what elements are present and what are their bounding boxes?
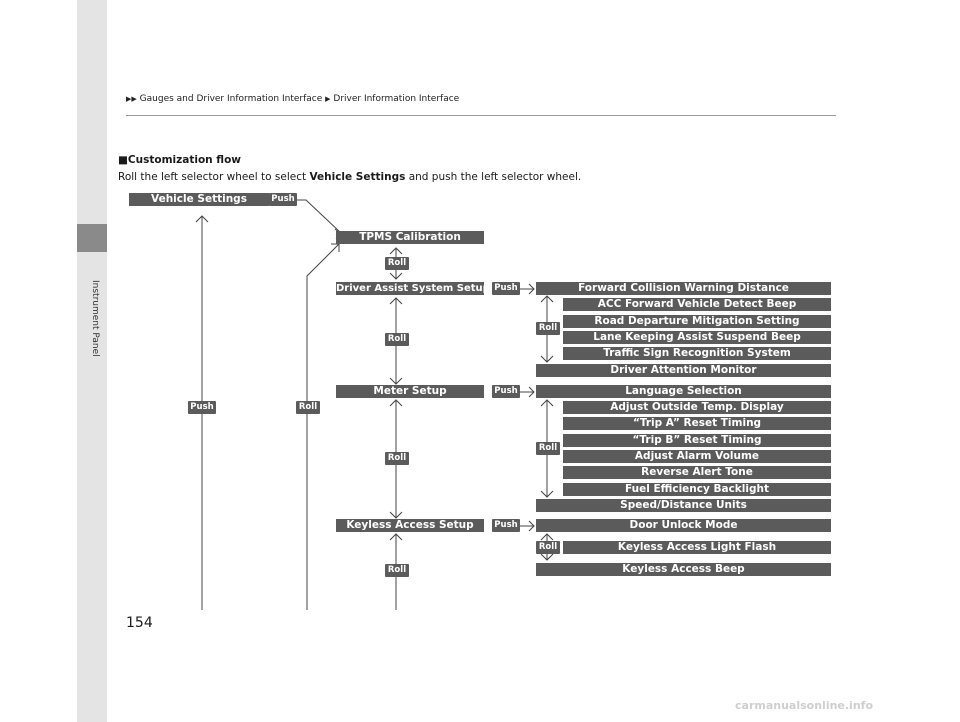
roll-tag: Roll bbox=[385, 333, 409, 346]
keyless-item[interactable]: Door Unlock Mode bbox=[536, 519, 831, 532]
driver-assist-item[interactable]: ACC Forward Vehicle Detect Beep bbox=[563, 298, 831, 311]
roll-tag: Roll bbox=[536, 442, 560, 455]
sidebar-strip bbox=[77, 0, 107, 722]
meter-item[interactable]: Speed/Distance Units bbox=[536, 499, 831, 512]
roll-tag: Roll bbox=[385, 564, 409, 577]
driver-assist-item[interactable]: Forward Collision Warning Distance bbox=[536, 282, 831, 295]
breadcrumb-item-gauges[interactable]: Gauges and Driver Information Interface bbox=[139, 94, 323, 104]
square-bullet-icon: ■ bbox=[118, 154, 128, 166]
meter-item[interactable]: Language Selection bbox=[536, 385, 831, 398]
breadcrumb-sep-icon: ▶ bbox=[325, 95, 331, 103]
header-divider bbox=[126, 115, 836, 116]
roll-tag: Roll bbox=[536, 541, 560, 554]
breadcrumb-arrow-icon: ▶▶ bbox=[126, 95, 137, 103]
push-tag: Push bbox=[188, 401, 216, 414]
meter-item[interactable]: Adjust Outside Temp. Display bbox=[563, 401, 831, 414]
meter-item[interactable]: Fuel Efficiency Backlight bbox=[563, 483, 831, 496]
sidebar-tab-marker bbox=[77, 224, 107, 252]
meter-item[interactable]: “Trip A” Reset Timing bbox=[563, 417, 831, 430]
driver-assist-item[interactable]: Lane Keeping Assist Suspend Beep bbox=[563, 331, 831, 344]
push-tag: Push bbox=[492, 519, 520, 532]
roll-tag: Roll bbox=[536, 322, 560, 335]
vehicle-settings-bar[interactable]: Vehicle Settings bbox=[129, 193, 269, 206]
push-tag: Push bbox=[492, 282, 520, 295]
meter-item[interactable]: “Trip B” Reset Timing bbox=[563, 434, 831, 447]
keyless-item[interactable]: Keyless Access Beep bbox=[536, 563, 831, 576]
breadcrumb-item-driver-info[interactable]: Driver Information Interface bbox=[333, 94, 460, 104]
section-title: ■Customization flow bbox=[118, 154, 241, 166]
meter-item[interactable]: Reverse Alert Tone bbox=[563, 466, 831, 479]
page-number: 154 bbox=[126, 615, 153, 631]
driver-assist-item[interactable]: Traffic Sign Recognition System bbox=[563, 347, 831, 360]
driver-assist-item[interactable]: Driver Attention Monitor bbox=[536, 364, 831, 377]
driver-assist-system-setup-bar[interactable]: Driver Assist System Setup bbox=[336, 282, 484, 295]
keyless-access-setup-bar[interactable]: Keyless Access Setup bbox=[336, 519, 484, 532]
meter-item[interactable]: Adjust Alarm Volume bbox=[563, 450, 831, 463]
roll-tag: Roll bbox=[385, 452, 409, 465]
meter-setup-bar[interactable]: Meter Setup bbox=[336, 385, 484, 398]
intro-text: Roll the left selector wheel to select V… bbox=[118, 171, 582, 183]
tpms-calibration-bar[interactable]: TPMS Calibration bbox=[336, 231, 484, 244]
roll-tag: Roll bbox=[385, 257, 409, 270]
keyless-item[interactable]: Keyless Access Light Flash bbox=[563, 541, 831, 554]
watermark: carmanualsonline.info bbox=[735, 699, 873, 712]
breadcrumb: ▶▶ Gauges and Driver Information Interfa… bbox=[126, 94, 459, 104]
driver-assist-item[interactable]: Road Departure Mitigation Setting bbox=[563, 315, 831, 328]
push-tag: Push bbox=[269, 193, 297, 206]
push-tag: Push bbox=[492, 385, 520, 398]
roll-tag: Roll bbox=[296, 401, 320, 414]
